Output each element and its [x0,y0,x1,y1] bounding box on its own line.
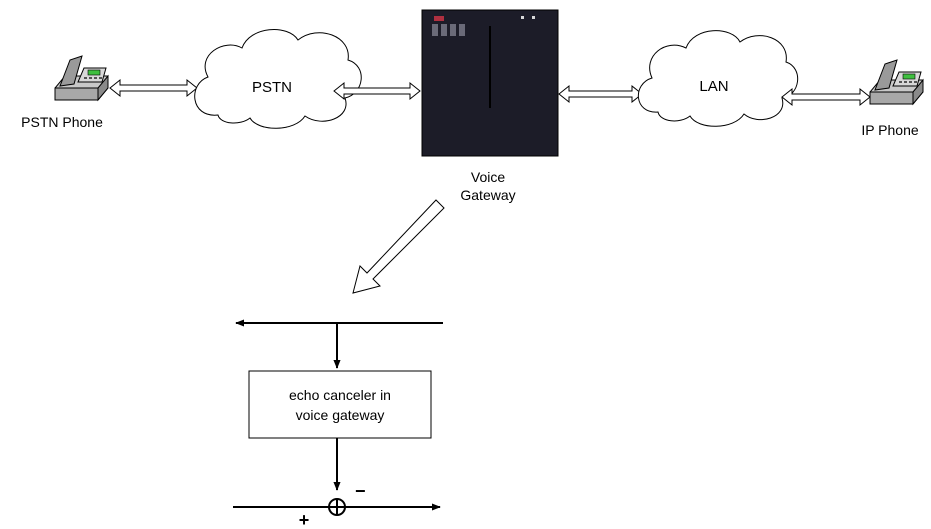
zoom-arrow [352,199,445,294]
voice-gateway-icon [421,9,559,157]
pstn-phone-label: PSTN Phone [21,114,103,130]
voice-gateway-label-line2: Gateway [460,187,515,203]
pstn-cloud: PSTN [194,29,362,129]
pstn-cloud-label: PSTN [252,79,292,96]
link-arrow-phone-pstn [109,78,198,98]
echo-canceler-box [248,370,432,439]
link-arrow-lan-ipphone [781,87,871,107]
plus-sign: + [299,510,310,529]
ip-phone-icon [869,59,924,106]
voice-gateway-label-line1: Voice [471,169,505,185]
echo-canceler-detail: echo canceler in voice gateway − + [233,319,443,529]
lan-cloud: LAN [637,30,799,127]
ip-phone-label: IP Phone [861,122,919,138]
link-arrow-gateway-lan [558,84,643,104]
echo-canceler-label-line2: voice gateway [296,407,385,423]
lan-cloud-label: LAN [699,78,728,95]
pstn-phone-icon [54,55,109,102]
summing-junction [328,498,346,516]
link-arrow-pstn-gateway [333,81,421,101]
echo-canceler-label-line1: echo canceler in [289,387,391,403]
minus-sign: − [355,481,366,501]
